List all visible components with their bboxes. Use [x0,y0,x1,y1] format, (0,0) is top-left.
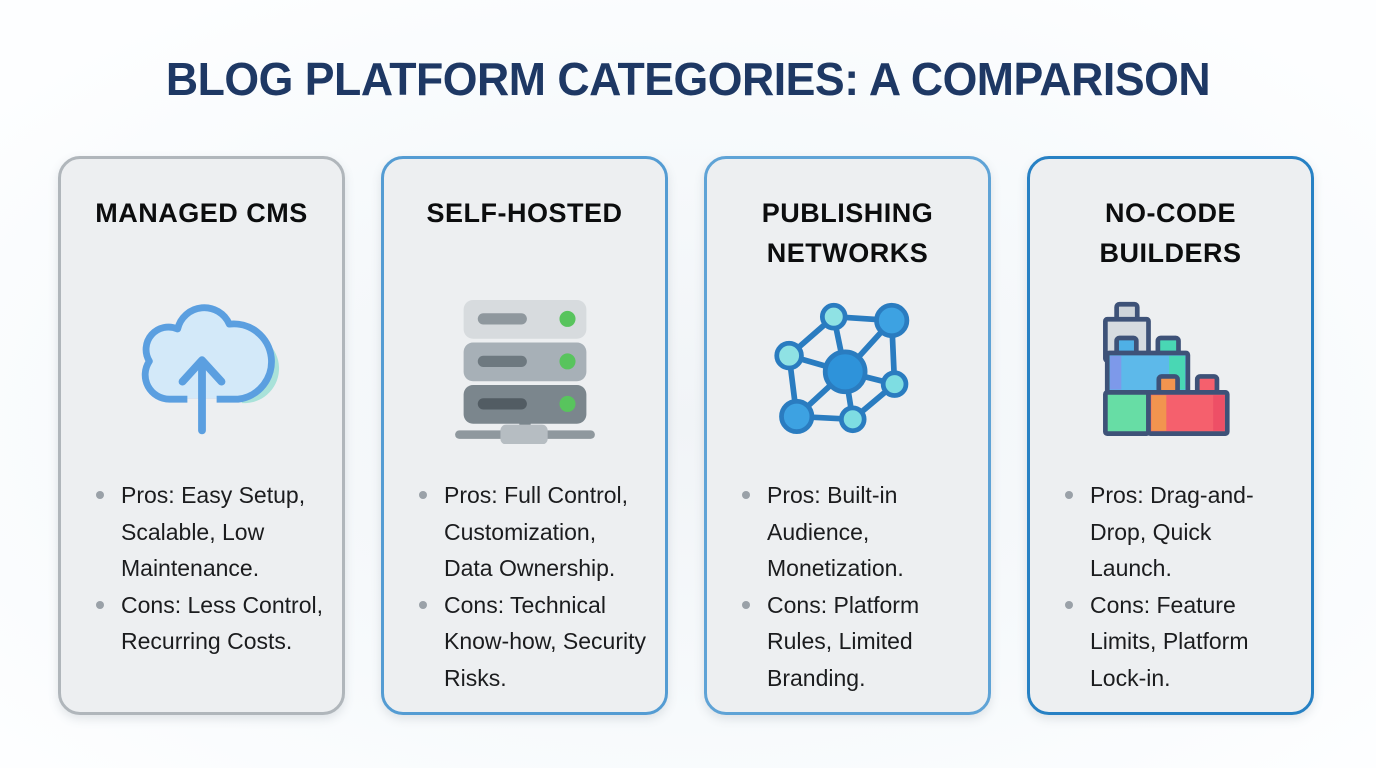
building-blocks-icon [1096,283,1246,453]
building-blocks-icon-svg [1102,301,1230,436]
card-title: SELF-HOSTED [426,198,623,228]
cons-item: Cons: Less Control, Recurring Costs. [95,587,324,660]
card-title: NO-CODE BUILDERS [1099,198,1242,268]
card-publishing-networks: PUBLISHING NETWORKS [704,156,991,715]
card-managed-cms: MANAGED CMS Pros: [58,156,345,715]
cons-item: Cons: Technical Know-how, Security Risks… [418,587,647,697]
pros-item: Pros: Built-in Audience, Monetization. [741,477,970,587]
card-self-hosted: SELF-HOSTED [381,156,668,715]
pros-item: Pros: Full Control, Customization, Data … [418,477,647,587]
pros-cons-list: Pros: Full Control, Customization, Data … [384,477,665,696]
network-nodes-icon-svg [773,302,909,435]
network-nodes-icon [767,283,929,453]
pros-item: Pros: Easy Setup, Scalable, Low Maintena… [95,477,324,587]
cons-item: Cons: Platform Rules, Limited Branding. [741,587,970,697]
cloud-upload-icon-svg [141,304,279,435]
cloud-upload-icon [119,283,285,453]
pros-cons-list: Pros: Built-in Audience, Monetization. C… [707,477,988,696]
card-title: PUBLISHING NETWORKS [761,198,934,268]
server-stack-icon-svg [454,300,595,444]
cards-row: MANAGED CMS Pros: [58,156,1314,715]
card-title: MANAGED CMS [95,198,308,228]
pros-cons-list: Pros: Drag-and-Drop, Quick Launch. Cons:… [1030,477,1311,696]
card-no-code-builders: NO-CODE BUILDERS [1027,156,1314,715]
pros-item: Pros: Drag-and-Drop, Quick Launch. [1064,477,1293,587]
cons-item: Cons: Feature Limits, Platform Lock-in. [1064,587,1293,697]
server-stack-icon [440,283,610,453]
pros-cons-list: Pros: Easy Setup, Scalable, Low Maintena… [61,477,342,660]
page-title: BLOG PLATFORM CATEGORIES: A COMPARISON [165,53,1211,105]
